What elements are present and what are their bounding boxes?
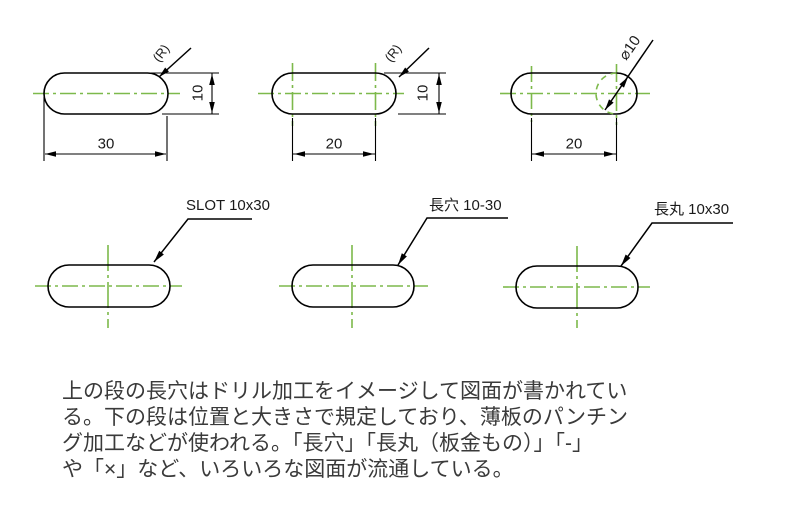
slot1-height-dimension-text: 10 — [189, 84, 207, 102]
slot5-leader-arrowhead-icon — [398, 253, 407, 265]
slot1-width-arrowhead-right-icon — [155, 151, 166, 157]
caption-line-1: 上の段の長穴はドリル加工をイメージして図面が書かれてい — [62, 380, 628, 403]
slot1-height-arrowhead-bottom-icon — [209, 102, 215, 113]
slot3-diameter-arrowhead-upper-icon — [619, 77, 628, 88]
caption-line-2: る。下の段は位置と大きさで規定しており、薄板のパンチン — [62, 406, 628, 429]
slot2-height-dimension-text: 10 — [414, 84, 432, 102]
caption-paragraph: 上の段の長穴はドリル加工をイメージして図面が書かれてい る。下の段は位置と大きさ… — [62, 379, 702, 483]
slot1-outline — [43, 72, 169, 115]
slot3-pitch-dimension-text: 20 — [565, 135, 583, 153]
slot5-figure — [279, 217, 508, 328]
slot5-outline — [291, 264, 415, 308]
slot1-width-arrowhead-left-icon — [45, 151, 56, 157]
caption-line-4: や「×」など、いろいろな図面が流通している。 — [62, 458, 514, 481]
slot4-leader-line — [153, 218, 252, 263]
slot4-leader-arrowhead-icon — [154, 250, 164, 262]
slot2-outline — [271, 72, 397, 115]
slot1-height-arrowhead-top-icon — [209, 74, 215, 85]
slot2-pitch-arrowhead-right-icon — [363, 151, 374, 157]
slot2-height-arrowhead-top-icon — [436, 74, 442, 85]
slot1-figure — [33, 47, 219, 161]
slot2-pitch-dimension-text: 20 — [325, 135, 343, 153]
slot6-leader-arrowhead-icon — [621, 254, 631, 266]
slot4-outline — [47, 264, 171, 308]
slot6-leader-line — [620, 222, 733, 267]
slot4-figure — [35, 218, 252, 328]
slot2-radius-leader-arrowhead-icon — [399, 67, 409, 77]
slot3-pitch-arrowhead-right-icon — [604, 151, 615, 157]
slot1-radius-leader-arrowhead-icon — [159, 67, 169, 77]
slot3-diameter-arrowhead-lower-icon — [605, 99, 614, 110]
slot4-callout-label: SLOT 10x30 — [186, 197, 270, 214]
slot6-callout-label: 長丸 10x30 — [654, 201, 730, 218]
slot3-outline — [510, 72, 638, 115]
slot6-outline — [515, 265, 639, 309]
slot5-leader-line — [397, 217, 508, 266]
caption-line-3: グ加工などが使われる。「長穴」「長丸（板金もの）」「-」 — [62, 432, 593, 455]
slot3-figure — [500, 39, 654, 161]
slot6-figure — [503, 222, 733, 328]
slot3-pitch-arrowhead-left-icon — [533, 151, 544, 157]
slot5-callout-label: 長穴 10-30 — [429, 197, 502, 214]
slot2-height-arrowhead-bottom-icon — [436, 102, 442, 113]
slot3-end-circle-dashed-arc — [595, 72, 617, 115]
slot2-figure — [258, 47, 446, 161]
slot1-width-dimension-text: 30 — [97, 135, 115, 153]
slot2-pitch-arrowhead-left-icon — [294, 151, 305, 157]
slot3-diameter-dimension-line — [604, 39, 654, 111]
